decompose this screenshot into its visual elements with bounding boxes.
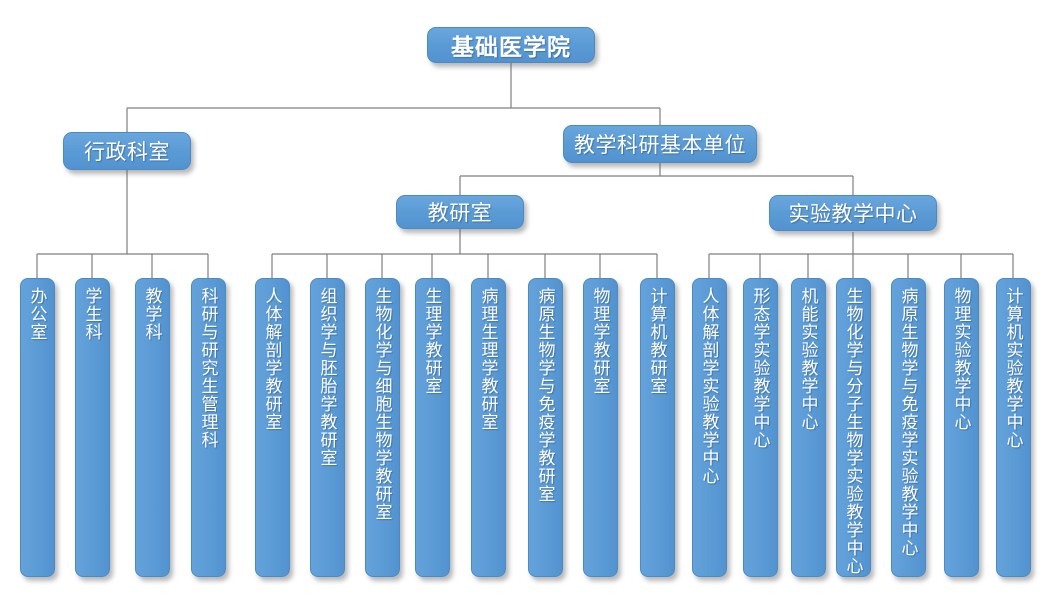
org-leaf-teaching-office: 生理学教研室 — [414, 278, 450, 577]
org-leaf-label: 病原生物学与免疫学实验教学中心 — [898, 287, 918, 557]
org-leaf-label: 生物化学与分子生物学实验教学中心 — [843, 287, 863, 575]
org-leaf-lab-center: 人体解剖学实验教学中心 — [691, 278, 727, 577]
org-node-teaching-research-offices-label: 教研室 — [427, 202, 493, 225]
org-leaf-label: 病理生理学教研室 — [478, 287, 498, 431]
org-leaf-teaching-office: 物理学教研室 — [582, 278, 618, 577]
org-leaf-label: 教学科 — [142, 287, 162, 341]
org-node-admin-offices: 行政科室 — [63, 132, 191, 170]
org-leaf-label: 人体解剖学实验教学中心 — [699, 287, 719, 485]
org-leaf-teaching-office: 病原生物学与免疫学教研室 — [527, 278, 563, 577]
org-leaf-teaching-office: 病理生理学教研室 — [470, 278, 506, 577]
org-leaf-label: 科研与研究生管理科 — [198, 287, 218, 449]
org-leaf-label: 机能实验教学中心 — [798, 287, 818, 431]
org-leaf-label: 学生科 — [82, 287, 102, 341]
org-leaf-label: 形态学实验教学中心 — [750, 287, 770, 449]
org-node-root: 基础医学院 — [427, 27, 595, 63]
org-leaf-label: 组织学与胚胎学教研室 — [317, 287, 337, 467]
org-leaf-admin: 科研与研究生管理科 — [190, 278, 226, 577]
org-node-teaching-research-units: 教学科研基本单位 — [563, 125, 757, 163]
org-leaf-lab-center: 机能实验教学中心 — [790, 278, 826, 577]
org-leaf-label: 计算机教研室 — [647, 287, 667, 395]
org-node-teaching-research-units-label: 教学科研基本单位 — [574, 134, 746, 157]
org-node-experimental-teaching-centers: 实验教学中心 — [769, 195, 937, 231]
org-node-root-label: 基础医学院 — [451, 34, 571, 60]
org-leaf-label: 生物化学与细胞生物学教研室 — [372, 287, 392, 521]
org-leaf-lab-center: 计算机实验教学中心 — [995, 278, 1031, 577]
org-leaf-lab-center: 病原生物学与免疫学实验教学中心 — [890, 278, 926, 577]
org-leaf-label: 病原生物学与免疫学教研室 — [535, 287, 555, 503]
org-leaf-label: 物理实验教学中心 — [951, 287, 971, 431]
org-leaf-admin: 教学科 — [134, 278, 170, 577]
org-leaf-label: 人体解剖学教研室 — [262, 287, 282, 431]
org-leaf-lab-center: 物理实验教学中心 — [943, 278, 979, 577]
org-leaf-admin: 学生科 — [74, 278, 110, 577]
org-leaf-lab-center: 形态学实验教学中心 — [742, 278, 778, 577]
org-leaf-admin: 办公室 — [19, 278, 55, 577]
org-leaf-teaching-office: 生物化学与细胞生物学教研室 — [364, 278, 400, 577]
org-leaf-label: 生理学教研室 — [422, 287, 442, 395]
org-leaf-lab-center: 生物化学与分子生物学实验教学中心 — [835, 278, 871, 577]
org-node-teaching-research-offices: 教研室 — [396, 195, 524, 229]
org-leaf-teaching-office: 组织学与胚胎学教研室 — [309, 278, 345, 577]
org-leaf-teaching-office: 人体解剖学教研室 — [254, 278, 290, 577]
org-leaf-teaching-office: 计算机教研室 — [639, 278, 675, 577]
org-leaf-label: 办公室 — [27, 287, 47, 341]
org-leaf-label: 物理学教研室 — [590, 287, 610, 395]
org-node-experimental-teaching-centers-label: 实验教学中心 — [788, 203, 918, 226]
org-leaf-label: 计算机实验教学中心 — [1003, 287, 1023, 449]
org-node-admin-offices-label: 行政科室 — [84, 141, 170, 164]
